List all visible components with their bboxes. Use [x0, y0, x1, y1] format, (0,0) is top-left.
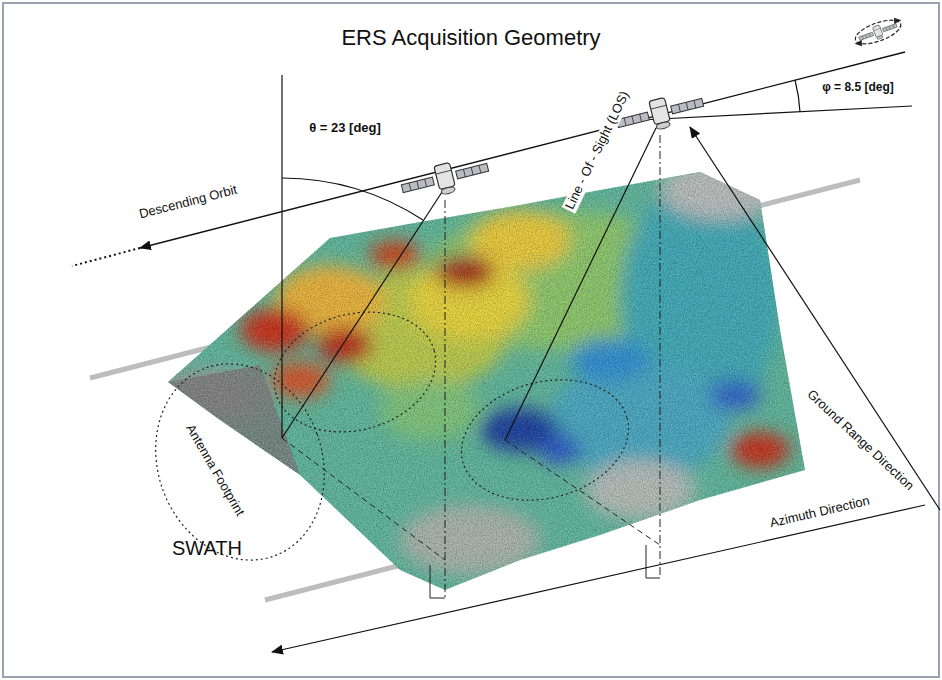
swath-label: SWATH: [172, 537, 242, 560]
angle-arc: [795, 80, 800, 112]
antenna-footprint: [129, 295, 642, 584]
frame: [3, 3, 939, 677]
orbit-line: [140, 52, 905, 248]
satellite: [399, 154, 492, 204]
angle-label: θ = 23 [deg]: [309, 121, 381, 136]
vertical-line: [281, 75, 282, 438]
orbit-icon: [850, 15, 905, 50]
azimuth-arrow: [272, 505, 925, 652]
terrain-map: [150, 160, 830, 610]
diagram-title: ERS Acquisition Geometry: [341, 25, 600, 50]
nadir-line: [282, 135, 660, 598]
ground-range-arrow: [690, 127, 940, 510]
line-of-sight: [282, 192, 442, 438]
angle-label: φ = 8.5 [deg]: [822, 81, 894, 95]
